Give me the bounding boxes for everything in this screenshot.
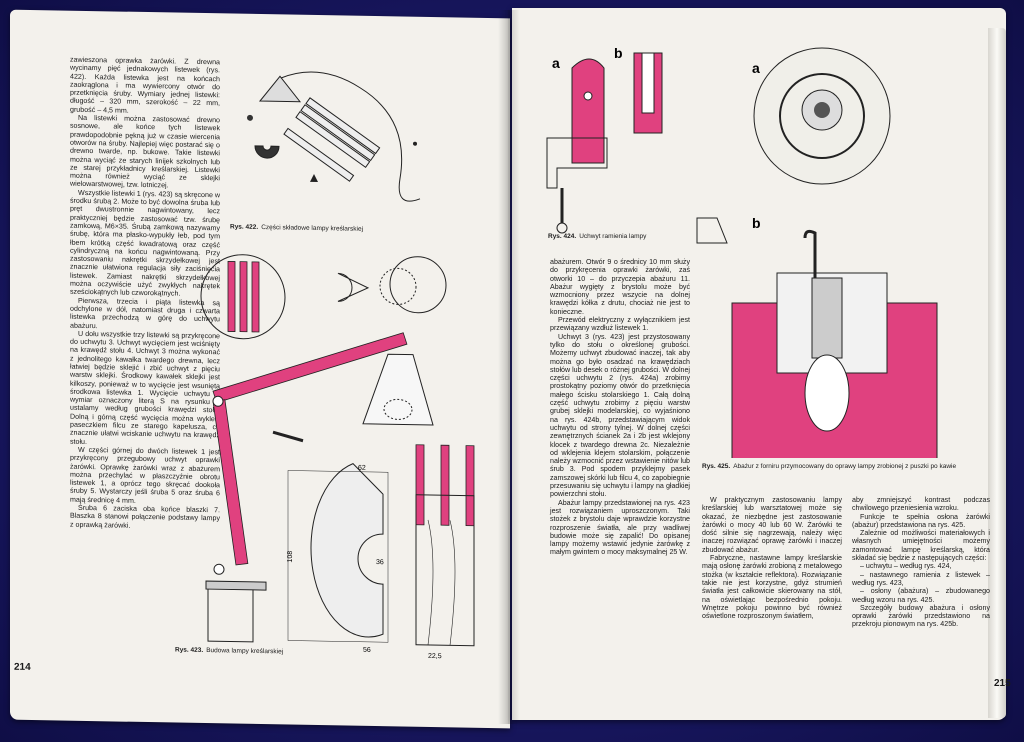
paragraph: Fabryczne, nastawne lampy kreślarskie ma…: [702, 554, 842, 621]
caption-label: Rys. 423.: [175, 646, 204, 655]
right-text-column-3: aby zmniejszyć kontrast podczas chwilowe…: [852, 496, 990, 629]
page-number-left: 214: [14, 661, 31, 673]
caption-rys-425: Rys. 425.Abażur z forniru przymocowany d…: [702, 463, 992, 470]
fig-letter-a: a: [552, 55, 560, 71]
caption-label: Rys. 422.: [230, 223, 259, 231]
figure-422-lamp-parts: [247, 71, 421, 202]
fig-letter-b: b: [752, 215, 761, 231]
caption-text: Budowa lampy kreślarskiej: [206, 647, 284, 656]
list-item: – osłony (abażura) – zbudowanego według …: [852, 587, 990, 604]
dim-label-22-5: 22,5: [428, 653, 442, 660]
fig-letter-a: a: [752, 60, 760, 76]
page-edges: [988, 28, 1006, 718]
right-text-column-2: W praktycznym zastosowaniu lampy kreślar…: [702, 496, 842, 620]
paragraph: Przewód elektryczny z wyłącznikiem jest …: [550, 316, 690, 333]
paragraph: Uchwyt 3 (rys. 423) jest przystosowany t…: [550, 332, 690, 499]
caption-text: Części składowe lampy kreślarskiej: [261, 224, 364, 233]
paragraph: Szczegóły budowy abażura i osłony oprawk…: [852, 603, 990, 629]
paragraph: Na listewki można zastosować drewno sosn…: [70, 113, 220, 190]
dim-label-36: 36: [376, 559, 384, 566]
book-gutter: [498, 10, 520, 724]
figure-425-shade: a b: [696, 47, 938, 458]
paragraph: abażurem. Otwór 9 o średnicy 10 mm służy…: [550, 258, 690, 316]
paragraph: zawieszona oprawka żarówki. Z drewna wyc…: [70, 55, 220, 115]
fig-letter-b: b: [614, 45, 623, 61]
caption-label: Rys. 425.: [702, 463, 731, 470]
right-page: a b Rys. 424.Uchwyt ramienia lampy a b R…: [512, 8, 1011, 720]
dim-label-56: 56: [363, 647, 371, 654]
caption-rys-424: Rys. 424.Uchwyt ramienia lampy: [548, 233, 646, 240]
paragraph: Abażur lampy przedstawionej na rys. 423 …: [550, 498, 690, 557]
caption-text: Uchwyt ramienia lampy: [579, 233, 647, 240]
paragraph: W praktycznym zastosowaniu lampy kreślar…: [702, 496, 842, 554]
list-item: – nastawnego ramienia z listewek – wedłu…: [852, 570, 990, 587]
paragraph: Funkcje te spełnia osłona żarówki (abażu…: [852, 512, 990, 529]
figure-423-lamp-construction: 62 36 108 56 22,5: [200, 254, 475, 660]
dim-label-108: 108: [287, 551, 294, 563]
paragraph: aby zmniejszyć kontrast podczas chwilowe…: [852, 496, 990, 513]
right-text-column-1: abażurem. Otwór 9 o średnicy 10 mm służy…: [550, 258, 690, 557]
caption-text: Abażur z forniru przymocowany do oprawy …: [733, 463, 957, 470]
list-item: – uchwytu – według rys. 424,: [860, 562, 952, 571]
paragraph: Zależnie od możliwości materiałowych i w…: [852, 529, 990, 563]
dim-label-62: 62: [358, 465, 366, 472]
figure-424-clamp: a b: [546, 45, 663, 234]
page-number-right: 215: [994, 678, 1011, 689]
caption-label: Rys. 424.: [548, 233, 577, 240]
left-page: zawieszona oprawka żarówki. Z drewna wyc…: [10, 9, 510, 729]
caption-rys-422: Rys. 422.Części składowe lampy kreślarsk…: [230, 223, 363, 232]
